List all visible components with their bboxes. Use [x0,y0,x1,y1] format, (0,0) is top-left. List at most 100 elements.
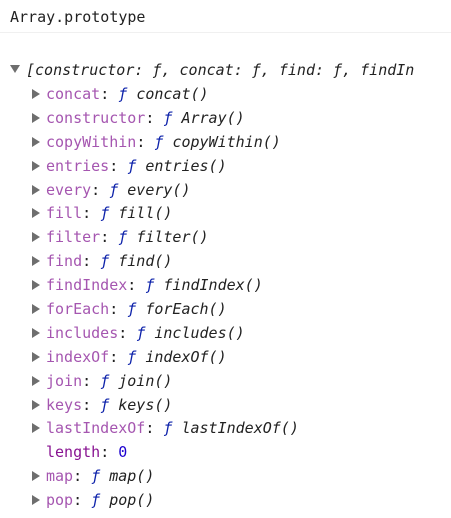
property-colon: : [100,443,119,462]
property-row-every[interactable]: every: ƒ every() [32,179,299,203]
function-signature: map() [109,467,155,486]
collapse-triangle-icon[interactable] [32,89,40,99]
property-row-findindex[interactable]: findIndex: ƒ findIndex() [32,274,299,298]
function-signature: Array() [181,108,245,127]
collapse-triangle-icon[interactable] [32,136,40,147]
property-row-filter[interactable]: filter: ƒ filter() [32,226,299,250]
property-row-keys[interactable]: keys: ƒ keys() [32,394,299,418]
property-colon: : [82,371,101,390]
property-key: findIndex [46,276,128,295]
property-key: filter [46,228,101,247]
function-icon: ƒ [163,419,173,438]
property-row-join[interactable]: join: ƒ join() [32,370,299,394]
console-divider [0,32,451,33]
collapse-triangle-icon[interactable] [32,232,40,243]
property-row-entries[interactable]: entries: ƒ entries() [32,155,299,179]
function-signature: forEach() [145,300,227,319]
property-colon: : [73,491,92,510]
function-icon: ƒ [91,491,101,510]
collapse-triangle-icon[interactable] [32,160,40,171]
function-icon: ƒ [154,132,164,151]
function-signature: keys() [118,395,173,414]
property-list: concat: ƒ concat()constructor: ƒ Array()… [32,83,299,513]
collapse-triangle-icon[interactable] [32,304,40,315]
function-icon: ƒ [127,300,137,319]
collapse-triangle-icon[interactable] [32,471,40,482]
function-signature: copyWithin() [172,132,281,151]
property-key: every [46,180,92,199]
function-signature: concat() [136,85,209,103]
function-signature: every() [127,180,191,199]
function-signature: filter() [136,228,209,247]
function-signature: fill() [118,204,173,223]
property-colon: : [82,395,101,414]
function-signature: lastIndexOf() [181,419,299,438]
function-icon: ƒ [145,276,155,295]
property-row-foreach[interactable]: forEach: ƒ forEach() [32,298,299,322]
property-row-includes[interactable]: includes: ƒ includes() [32,322,299,346]
property-colon: : [91,180,110,199]
property-key: includes [46,323,119,342]
object-summary[interactable]: [constructor: ƒ, concat: ƒ, find: ƒ, fin… [10,59,414,81]
function-icon: ƒ [109,180,119,199]
property-key: lastIndexOf [46,419,146,438]
property-colon: : [82,204,101,223]
function-icon: ƒ [163,108,173,127]
property-row-indexof[interactable]: indexOf: ƒ indexOf() [32,346,299,370]
property-colon: : [145,108,164,127]
function-icon: ƒ [136,323,146,342]
function-icon: ƒ [100,395,110,414]
property-key: map [46,467,74,486]
property-key: constructor [46,108,146,127]
function-icon: ƒ [91,467,101,486]
function-signature: findIndex() [163,276,263,295]
property-row-map[interactable]: map: ƒ map() [32,465,299,489]
function-signature: includes() [154,323,245,342]
expand-triangle-icon[interactable] [10,65,20,73]
collapse-triangle-icon[interactable] [32,351,40,362]
property-row-concat[interactable]: concat: ƒ concat() [32,83,299,107]
property-colon: : [109,156,128,175]
property-colon: : [109,347,128,366]
collapse-triangle-icon[interactable] [32,112,40,123]
console-input-echo: Array.prototype [10,8,146,26]
property-row-find[interactable]: find: ƒ find() [32,250,299,274]
collapse-triangle-icon[interactable] [32,399,40,410]
collapse-triangle-icon[interactable] [32,327,40,338]
property-key: entries [46,156,110,175]
object-summary-text: [constructor: ƒ, concat: ƒ, find: ƒ, fin… [26,61,415,79]
property-row-constructor[interactable]: constructor: ƒ Array() [32,107,299,131]
property-colon: : [73,467,92,486]
collapse-triangle-icon[interactable] [32,423,40,434]
function-icon: ƒ [118,228,128,247]
function-icon: ƒ [127,156,137,175]
function-signature: indexOf() [145,347,227,366]
property-colon: : [127,276,146,295]
function-signature: join() [118,371,173,390]
property-row-fill[interactable]: fill: ƒ fill() [32,202,299,226]
property-key: keys [46,395,83,414]
property-row-lastindexof[interactable]: lastIndexOf: ƒ lastIndexOf() [32,417,299,441]
collapse-triangle-icon[interactable] [32,184,40,195]
property-colon: : [136,132,155,151]
collapse-triangle-icon[interactable] [32,280,40,291]
property-key: find [46,252,83,271]
function-signature: pop() [109,491,155,510]
property-key: fill [46,204,83,223]
collapse-triangle-icon[interactable] [32,256,40,267]
property-colon: : [100,228,119,247]
property-row-copywithin[interactable]: copyWithin: ƒ copyWithin() [32,131,299,155]
function-icon: ƒ [100,204,110,223]
collapse-triangle-icon[interactable] [32,495,40,506]
property-row-length: length: 0 [32,441,299,465]
collapse-triangle-icon[interactable] [32,375,40,386]
property-number-value: 0 [118,443,128,462]
property-colon: : [100,85,119,103]
property-key: join [46,371,83,390]
property-key: forEach [46,300,110,319]
property-colon: : [109,300,128,319]
property-key: length [46,443,101,462]
collapse-triangle-icon[interactable] [32,208,40,219]
property-row-pop[interactable]: pop: ƒ pop() [32,489,299,513]
property-key: indexOf [46,347,110,366]
